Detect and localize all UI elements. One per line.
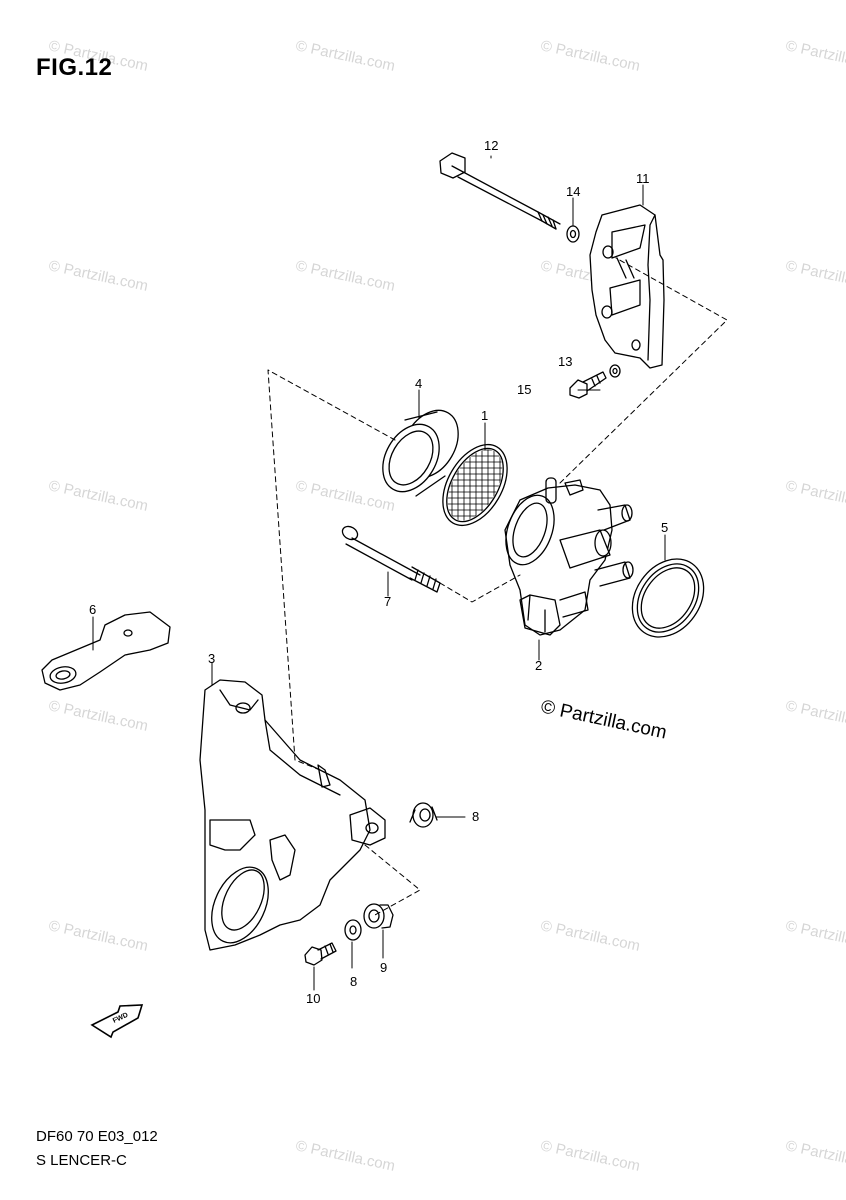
rubber-gasket <box>631 558 705 638</box>
watermark: © Partzilla.com <box>294 257 396 295</box>
bolt-short <box>569 371 607 399</box>
callout-10: 10 <box>306 991 320 1006</box>
callout-3: 3 <box>208 651 215 666</box>
diagram-code: DF60 70 E03_012 <box>36 1128 158 1145</box>
watermark: © Partzilla.com <box>539 37 641 75</box>
leader-lines <box>92 155 666 991</box>
bolt-long <box>439 152 561 230</box>
mounting-bracket <box>589 204 665 369</box>
callout-8-grommet: 8 <box>472 809 479 824</box>
sleeve-ring <box>382 409 459 497</box>
watermark: © Partzilla.com <box>539 917 641 955</box>
callout-2: 2 <box>535 658 542 673</box>
watermark: © Partzilla.com <box>47 477 149 515</box>
callout-labels: 1 2 3 4 5 6 7 8 8 9 10 11 12 13 14 15 <box>89 138 668 1006</box>
flat-washer <box>344 919 362 941</box>
watermark: © Partzilla.com <box>784 477 846 515</box>
callout-13: 13 <box>558 354 572 369</box>
watermark: © Partzilla.com <box>784 917 846 955</box>
watermark: © Partzilla.com <box>294 477 396 515</box>
assembly-lines <box>267 257 728 916</box>
bolt-small <box>304 942 337 966</box>
watermark: © Partzilla.com <box>47 257 149 295</box>
figure-title: FIG.12 <box>36 54 113 81</box>
silencer-case <box>199 679 386 951</box>
watermark: © Partzilla.com <box>294 37 396 75</box>
watermark: © Partzilla.com <box>784 1137 846 1175</box>
callout-5: 5 <box>661 520 668 535</box>
silencer-body <box>504 477 634 636</box>
watermark: © Partzilla.com <box>784 37 846 75</box>
callout-11: 11 <box>636 171 650 186</box>
callout-7: 7 <box>384 594 391 609</box>
diagram-name: S LENCER-C <box>36 1152 127 1169</box>
partzilla-watermark: © Partzilla.com <box>539 696 669 743</box>
bolt-medium <box>341 525 441 593</box>
tie-plate <box>41 611 171 691</box>
callout-12: 12 <box>484 138 498 153</box>
watermark: © Partzilla.com <box>47 697 149 735</box>
callout-4: 4 <box>415 376 422 391</box>
watermark: © Partzilla.com <box>784 697 846 735</box>
watermark: © Partzilla.com <box>539 1137 641 1175</box>
watermark: © Partzilla.com <box>294 1137 396 1175</box>
washer <box>566 225 580 243</box>
callout-15: 15 <box>517 382 531 397</box>
forward-arrow-icon: FWD <box>90 1004 144 1039</box>
small-washer <box>609 364 621 378</box>
watermark: © Partzilla.com <box>784 257 846 295</box>
watermark-layer: © Partzilla.com © Partzilla.com © Partzi… <box>47 37 846 1175</box>
callout-1: 1 <box>481 408 488 423</box>
spacer <box>363 903 394 929</box>
callout-8-washer: 8 <box>350 974 357 989</box>
watermark: © Partzilla.com <box>47 917 149 955</box>
callout-9: 9 <box>380 960 387 975</box>
grommet <box>409 802 438 828</box>
callout-6: 6 <box>89 602 96 617</box>
callout-14: 14 <box>566 184 580 199</box>
screen-filter <box>436 440 514 530</box>
